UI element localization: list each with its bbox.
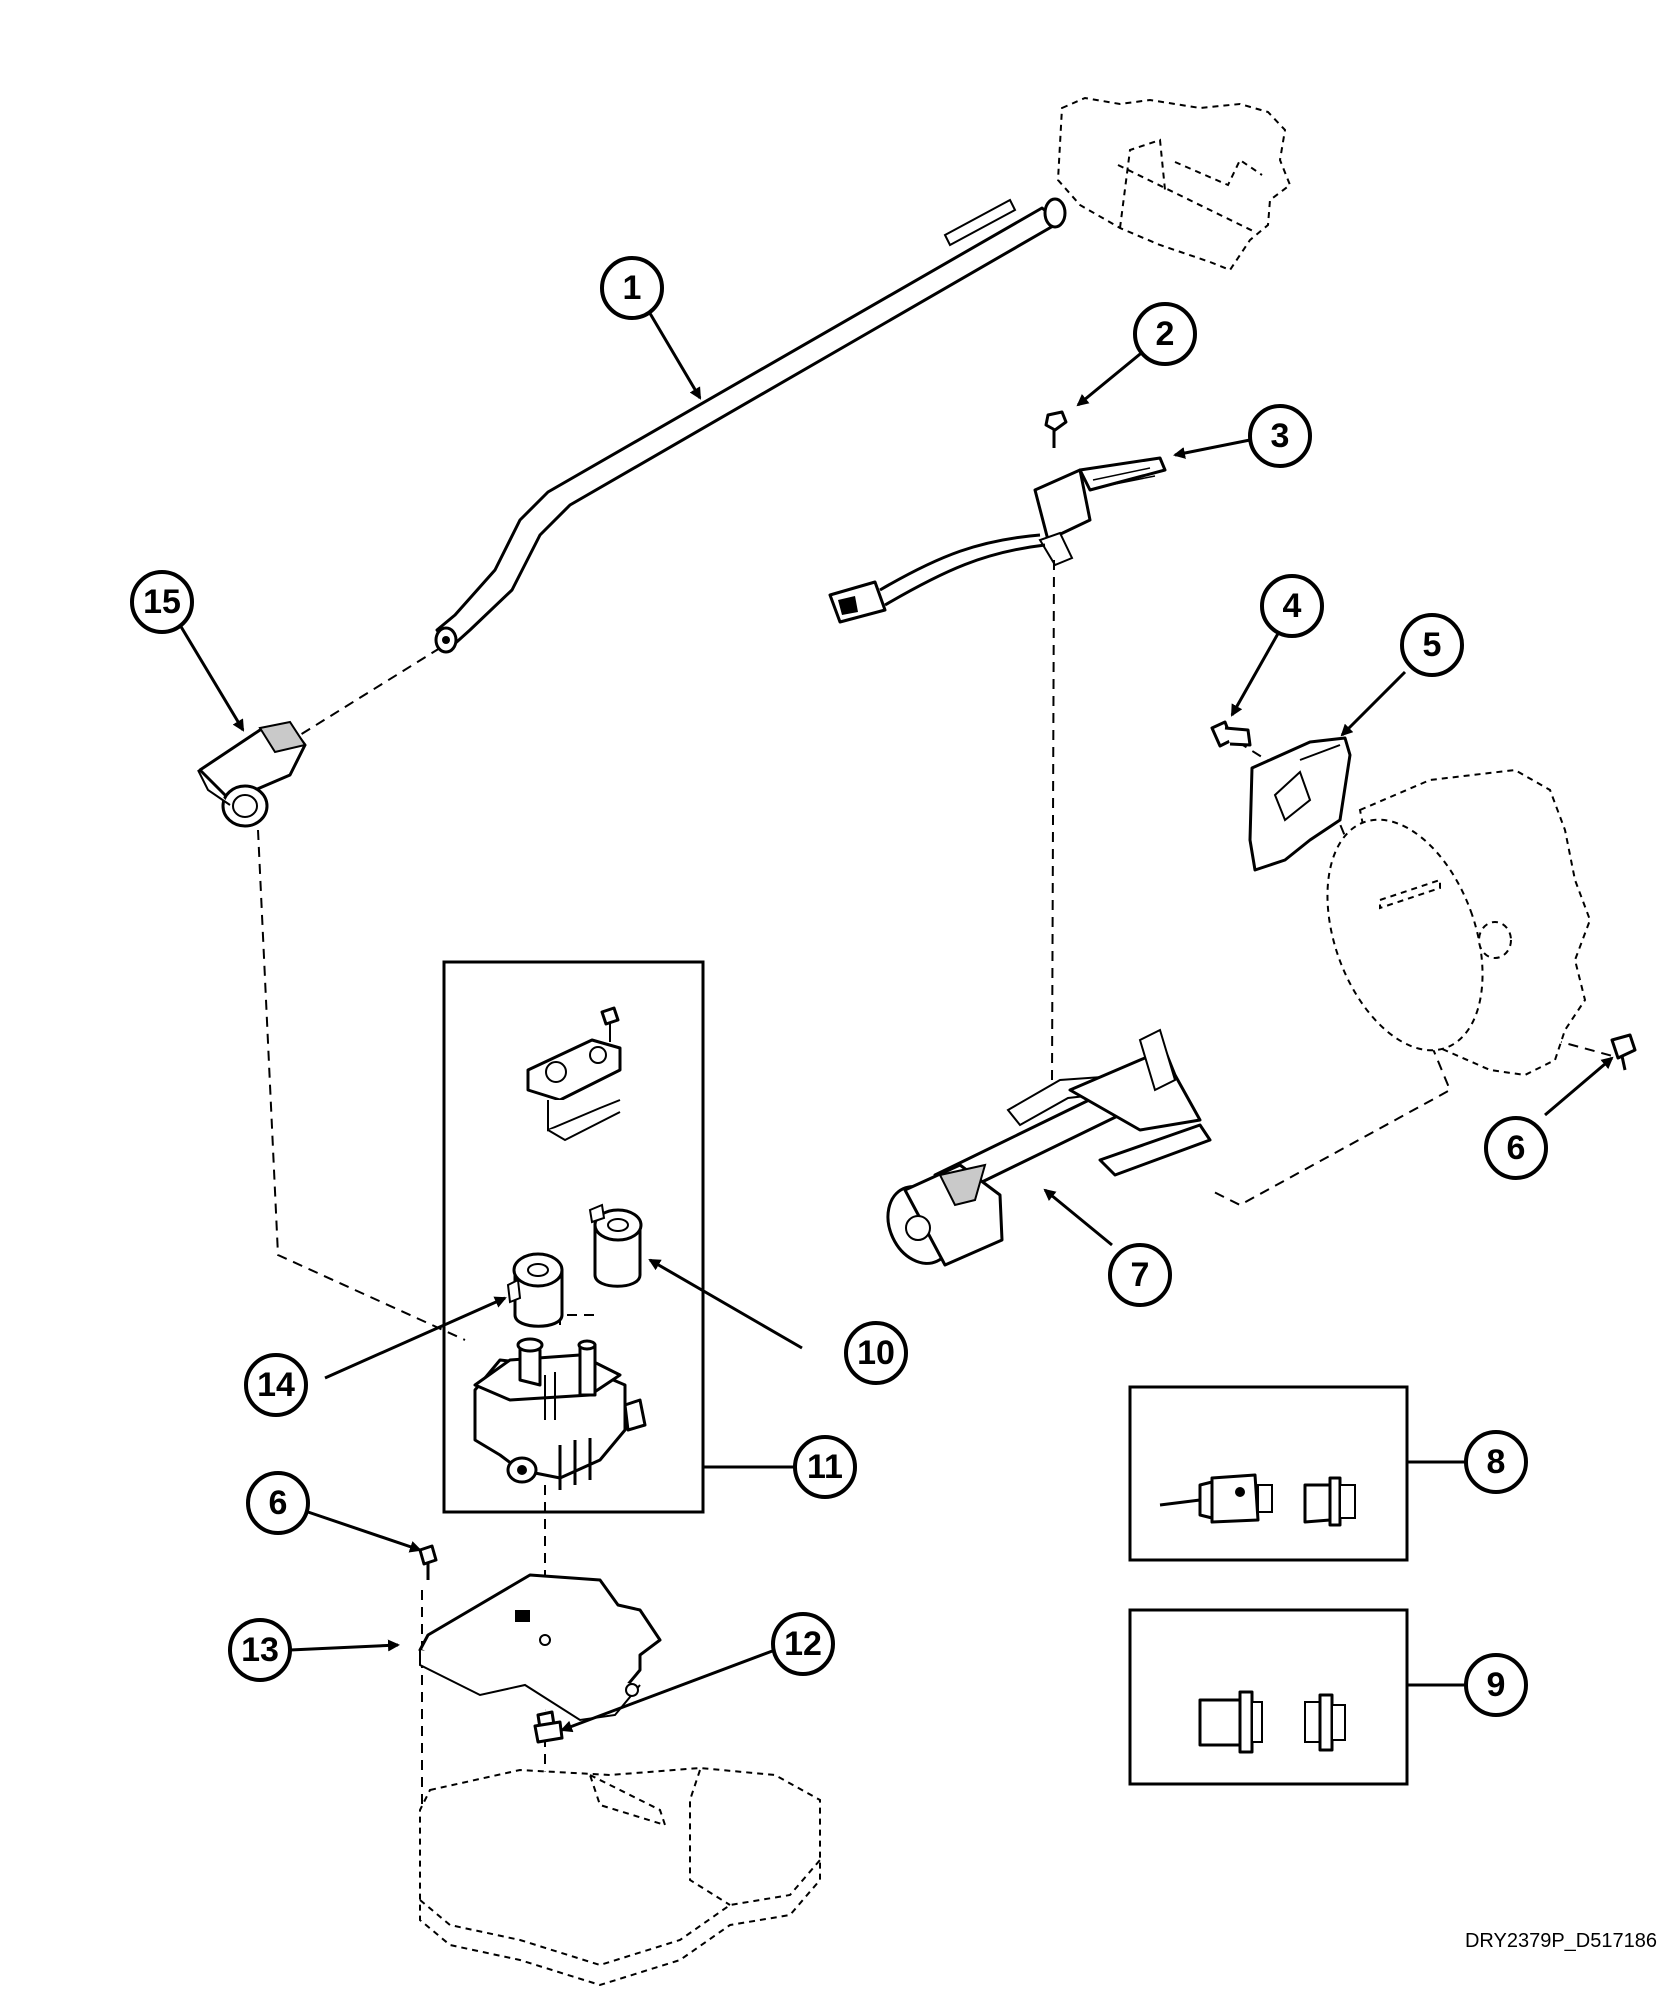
- svg-text:1: 1: [623, 269, 642, 307]
- igniter: [828, 456, 1167, 624]
- orifice-kit-box-8: [1128, 1385, 1409, 1562]
- callout-13: 13: [228, 1618, 292, 1682]
- callout-7: 7: [1108, 1243, 1172, 1307]
- callout-15: 15: [130, 570, 194, 634]
- igniter-bracket: [1248, 736, 1352, 872]
- svg-text:4: 4: [1283, 587, 1302, 625]
- svg-text:9: 9: [1487, 1666, 1506, 1704]
- orifice-parts-9: [1198, 1690, 1346, 1754]
- gas-valve-assembly-box: [442, 960, 705, 1514]
- burner-tube: [886, 1028, 1212, 1267]
- svg-text:11: 11: [807, 1448, 843, 1486]
- orifice-kit-box-9: [1128, 1608, 1409, 1786]
- callout-11: 11: [793, 1435, 857, 1499]
- valve-mounting-bracket: [418, 1573, 662, 1722]
- phantom-base: [419, 1766, 821, 1987]
- callout-6-left: 6: [246, 1471, 310, 1535]
- screw-part-2: [1044, 410, 1068, 448]
- callout-9: 9: [1464, 1653, 1528, 1717]
- callout-6-right: 6: [1484, 1116, 1548, 1180]
- solenoid-coil-part-14: [506, 1252, 564, 1328]
- svg-text:2: 2: [1156, 315, 1175, 353]
- leader-lines: [178, 309, 1614, 1733]
- callout-10: 10: [844, 1321, 908, 1385]
- elbow-fitting: [197, 720, 307, 828]
- svg-text:3: 3: [1271, 417, 1290, 455]
- callout-14: 14: [244, 1353, 308, 1417]
- svg-text:6: 6: [1507, 1129, 1526, 1167]
- callout-5: 5: [1400, 613, 1464, 677]
- svg-text:14: 14: [257, 1366, 295, 1404]
- svg-text:13: 13: [241, 1631, 279, 1669]
- phantom-cabinet-bracket: [1056, 96, 1292, 272]
- phantom-burner-housing: [1326, 768, 1592, 1077]
- screw-part-12: [533, 1710, 564, 1744]
- callout-8: 8: [1464, 1430, 1528, 1494]
- svg-text:10: 10: [857, 1334, 895, 1372]
- svg-text:15: 15: [143, 583, 181, 621]
- svg-text:8: 8: [1487, 1443, 1506, 1481]
- callout-1: 1: [600, 256, 664, 320]
- callout-4: 4: [1260, 574, 1324, 638]
- screw-part-6-left: [418, 1544, 438, 1580]
- solenoid-coil-part-10: [588, 1203, 643, 1288]
- orifice-parts-8: [1159, 1473, 1356, 1527]
- svg-text:6: 6: [269, 1484, 288, 1522]
- callout-3: 3: [1248, 404, 1312, 468]
- valve-bracket: [526, 1006, 622, 1142]
- svg-text:12: 12: [784, 1625, 822, 1663]
- screw-part-4: [1210, 720, 1252, 748]
- screw-part-6-right: [1610, 1033, 1637, 1071]
- drawing-number: DRY2379P_D517186: [1464, 1930, 1657, 1952]
- svg-text:7: 7: [1131, 1256, 1150, 1294]
- gas-supply-pipe: [434, 197, 1067, 654]
- gas-valve-body: [473, 1337, 647, 1490]
- callout-12: 12: [771, 1612, 835, 1676]
- callout-2: 2: [1133, 302, 1197, 366]
- svg-text:5: 5: [1423, 626, 1442, 664]
